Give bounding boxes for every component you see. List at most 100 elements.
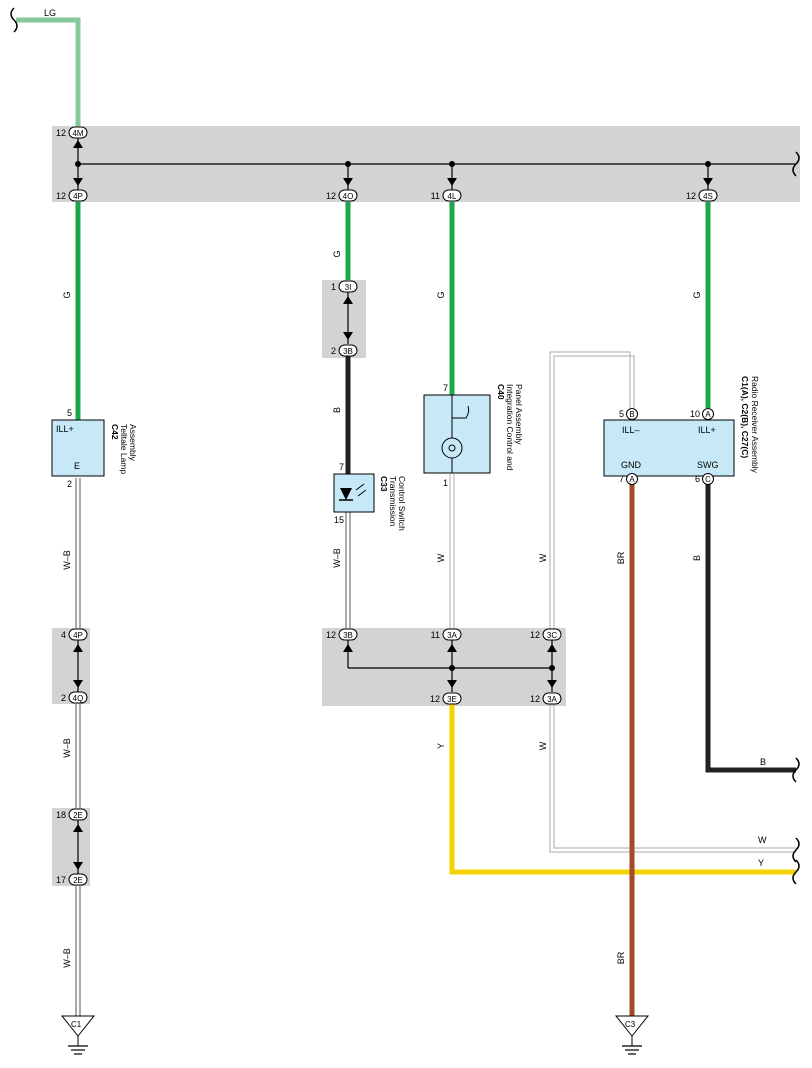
pin-c42-bottom: 2 — [67, 479, 72, 489]
pin-3a-b: 12 — [530, 694, 540, 704]
c42-term-top: ILL+ — [56, 424, 74, 434]
pin-c33-top: 7 — [339, 462, 344, 472]
connector-3b-bot: 3B — [343, 631, 353, 640]
pin-3b-bot: 12 — [326, 630, 336, 640]
wire-label-wb1: W–B — [62, 550, 72, 570]
ground-label-c1: C1 — [71, 1020, 82, 1029]
c40-name-2: Panel Assembly — [514, 384, 524, 445]
wire-lg — [16, 17, 81, 126]
radio-id: C1(A), C2(B), C27(C) — [740, 376, 750, 458]
pin-3e: 12 — [430, 694, 440, 704]
connector-3i: 3I — [345, 283, 352, 292]
wire-label-w2: W — [538, 553, 548, 562]
connector-radio-c: C — [705, 475, 711, 484]
pin-2e-b: 17 — [56, 875, 66, 885]
connector-4p-top: 4P — [73, 192, 83, 201]
wire-label-y1: Y — [436, 743, 446, 749]
radio-term-ill-minus: ILL– — [622, 425, 640, 435]
junction-block-3x — [322, 628, 566, 706]
c33-name-2: Control Switch — [397, 476, 407, 531]
wire-label-b2: B — [692, 555, 702, 561]
connector-3e: 3E — [447, 695, 457, 704]
connector-3a-b: 3A — [547, 695, 557, 704]
wire-w-c40 — [449, 474, 455, 628]
connector-2e-a: 2E — [73, 811, 83, 820]
junction-block-2e — [52, 808, 90, 886]
wire-label-w3: W — [538, 741, 548, 750]
junction-block-4p-4q — [52, 628, 90, 704]
pin-radio-c: 6 — [695, 474, 700, 484]
junction-dot — [75, 161, 81, 167]
connector-4m: 4M — [72, 129, 83, 138]
break-mark-w — [792, 837, 800, 863]
pin-radio-a1: 10 — [690, 409, 700, 419]
connector-3c: 3C — [547, 631, 557, 640]
wire-b-swg — [705, 484, 796, 773]
radio-term-gnd: GND — [621, 460, 642, 470]
c40-name-1: Integration Control and — [505, 384, 515, 471]
c42-name-2: Assembly — [128, 424, 138, 462]
wire-wb-c33 — [345, 512, 351, 628]
wire-label-br1: BR — [616, 551, 626, 564]
pin-4o: 12 — [326, 191, 336, 201]
pin-radio-b: 5 — [619, 409, 624, 419]
component-c33 — [333, 473, 375, 513]
wire-label-wb3: W–B — [62, 948, 72, 968]
connector-4q: 4Q — [73, 694, 84, 703]
break-mark-y — [792, 859, 800, 885]
pin-4p-mid: 4 — [61, 630, 66, 640]
wire-label-b3: B — [760, 757, 766, 767]
connector-3b-top: 3B — [343, 347, 353, 356]
wire-y — [449, 704, 796, 875]
c42-id: C42 — [110, 424, 120, 440]
c42-term-bottom: E — [74, 461, 80, 471]
pin-3b-top: 2 — [331, 346, 336, 356]
wire-label-w4: W — [758, 835, 767, 845]
ground-c1-icon — [60, 1015, 96, 1055]
component-c40 — [423, 394, 491, 474]
connector-4p-mid: 4P — [73, 631, 83, 640]
pin-3i: 1 — [331, 282, 336, 292]
pin-2e-a: 18 — [56, 810, 66, 820]
wire-wb-left — [75, 478, 81, 1016]
wire-label-wb2: W–B — [62, 738, 72, 758]
pin-4q: 2 — [61, 693, 66, 703]
led-icon — [339, 483, 367, 501]
wire-w-loop — [549, 351, 796, 853]
component-c42 — [51, 419, 105, 477]
wire-label-g1: G — [62, 291, 72, 298]
pin-c42-top: 5 — [67, 408, 72, 418]
radio-name-1: Radio Receiver Assembly — [750, 376, 760, 474]
pin-4p-top: 12 — [56, 191, 66, 201]
pin-4m: 12 — [56, 128, 66, 138]
connector-4l: 4L — [448, 192, 457, 201]
break-mark-b — [792, 757, 800, 783]
wire-label-g2: G — [332, 250, 342, 257]
wire-label-b1: B — [332, 407, 342, 413]
c42-name-1: Telltale Lamp — [119, 424, 129, 474]
wire-label-y2: Y — [758, 858, 764, 868]
component-radio — [603, 419, 735, 477]
wire-label-g3: G — [436, 291, 446, 298]
wire-label-w1: W — [436, 553, 446, 562]
pin-c33-bottom: 15 — [334, 515, 344, 525]
gauge-icon — [441, 395, 470, 473]
pin-4s: 12 — [686, 191, 696, 201]
pin-3a-a: 11 — [431, 630, 440, 640]
connector-radio-a2: A — [629, 475, 635, 484]
c33-id: C33 — [379, 476, 389, 492]
pin-4l: 11 — [431, 191, 440, 201]
connector-radio-b: B — [629, 410, 634, 419]
pin-3c: 12 — [530, 630, 540, 640]
pin-c40-top: 7 — [443, 383, 448, 393]
wire-label-lg: LG — [44, 8, 56, 18]
break-mark-bus — [792, 151, 800, 177]
wire-label-g4: G — [692, 291, 702, 298]
wire-label-br2: BR — [616, 951, 626, 964]
connector-3a-a: 3A — [447, 631, 457, 640]
pin-c40-bottom: 1 — [443, 478, 448, 488]
pin-radio-a2: 7 — [619, 474, 624, 484]
wire-label-wb4: W–B — [332, 548, 342, 568]
ground-label-c3: C3 — [625, 1020, 636, 1029]
